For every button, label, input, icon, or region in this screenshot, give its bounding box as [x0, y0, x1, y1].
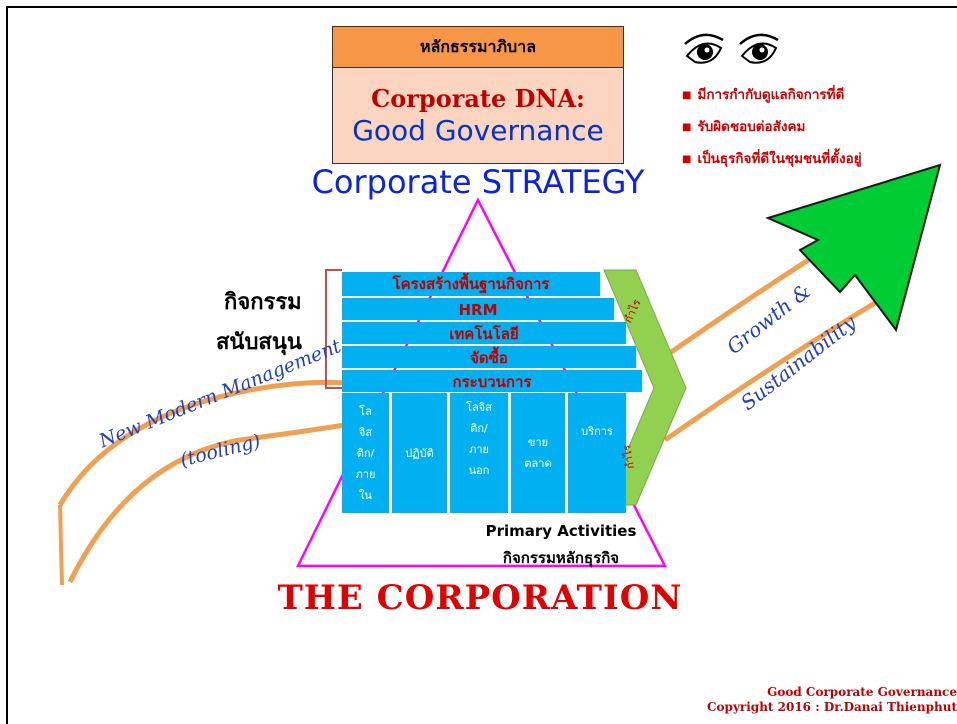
eye-icon — [684, 33, 724, 64]
governance-bullet-list: มีการกำกับดูแลกิจการที่ดี รับผิดชอบต่อสั… — [682, 80, 862, 176]
strategy-label: Corporate STRATEGY — [311, 163, 645, 201]
bullet-item: มีการกำกับดูแลกิจการที่ดี — [682, 80, 862, 112]
corporate-dna-label: Corporate DNA: — [371, 83, 585, 113]
support-activity-process: กระบวนการ — [342, 370, 642, 392]
eye-icon — [739, 33, 779, 64]
support-activity-technology: เทคโนโลยี — [342, 322, 626, 344]
title-box-body: Corporate DNA: Good Governance — [333, 68, 623, 163]
growth-arrow-head — [765, 163, 942, 333]
primary-column-marketing: ขาย ตลาด — [511, 393, 565, 513]
column-text: นอก — [468, 464, 490, 477]
column-text: ภาย — [469, 443, 489, 456]
support-activity-procurement: จัดซื้อ — [342, 346, 636, 368]
primary-activities-row: โล จิส ติก/ ภาย ใน ปฏิบัติ โลจิส ติก/ ภา… — [342, 393, 642, 513]
governance-title-box: หลักธรรมาภิบาล Corporate DNA: Good Gover… — [332, 26, 624, 164]
column-text: จิส — [358, 425, 373, 439]
primary-column-outbound-logistics: โลจิส ติก/ ภาย นอก — [450, 393, 508, 513]
left-arrow-tail — [58, 504, 64, 586]
footer-title: Good Corporate Governance — [767, 685, 957, 699]
primary-column-inbound-logistics: โล จิส ติก/ ภาย ใน — [342, 393, 389, 513]
column-text: ภาย — [355, 467, 376, 481]
column-text: ปฏิบัติ — [405, 446, 434, 460]
good-governance-label: Good Governance — [352, 113, 604, 147]
support-activity-infrastructure: โครงสร้างพื้นฐานกิจการ — [342, 272, 600, 296]
column-text: ใน — [359, 488, 372, 502]
column-text: บริการ — [581, 425, 613, 438]
column-text: ติก/ — [356, 446, 375, 460]
footer-copyright: Copyright 2016 : Dr.Danai Thienphut — [707, 700, 957, 714]
primary-column-service: บริการ — [568, 393, 626, 513]
column-text: โลจิส — [466, 401, 492, 414]
left-curved-arrow — [60, 383, 340, 585]
left-arrow-lower-stroke — [67, 422, 346, 584]
title-box-header: หลักธรรมาภิบาล — [333, 27, 623, 68]
primary-caption-en: Primary Activities — [485, 522, 637, 540]
margin-chevron — [603, 269, 687, 506]
bullet-item: รับผิดชอบต่อสังคม — [682, 112, 862, 144]
column-text: ติก/ — [470, 422, 488, 435]
bullet-item: เป็นธุรกิจที่ดีในชุมชนที่ตั้งอยู่ — [682, 144, 861, 176]
corporation-label: THE CORPORATION — [277, 578, 683, 618]
left-arrow-upper-stroke — [57, 379, 346, 507]
column-text: โล — [359, 404, 372, 418]
primary-activities-caption: Primary Activities กิจกรรมหลักธุรกิจ — [456, 518, 666, 572]
support-label-line1: กิจกรรม — [224, 290, 302, 315]
support-label-line2: สนับสนุน — [216, 330, 302, 355]
column-text: ขาย — [527, 436, 549, 449]
support-activity-hrm: HRM — [342, 298, 614, 320]
primary-column-operations: ปฏิบัติ — [392, 393, 447, 513]
column-text: ตลาด — [524, 457, 552, 470]
right-arrow-lower-stroke — [663, 297, 882, 443]
support-bracket — [325, 269, 342, 389]
primary-caption-th: กิจกรรมหลักธุรกิจ — [502, 549, 620, 567]
